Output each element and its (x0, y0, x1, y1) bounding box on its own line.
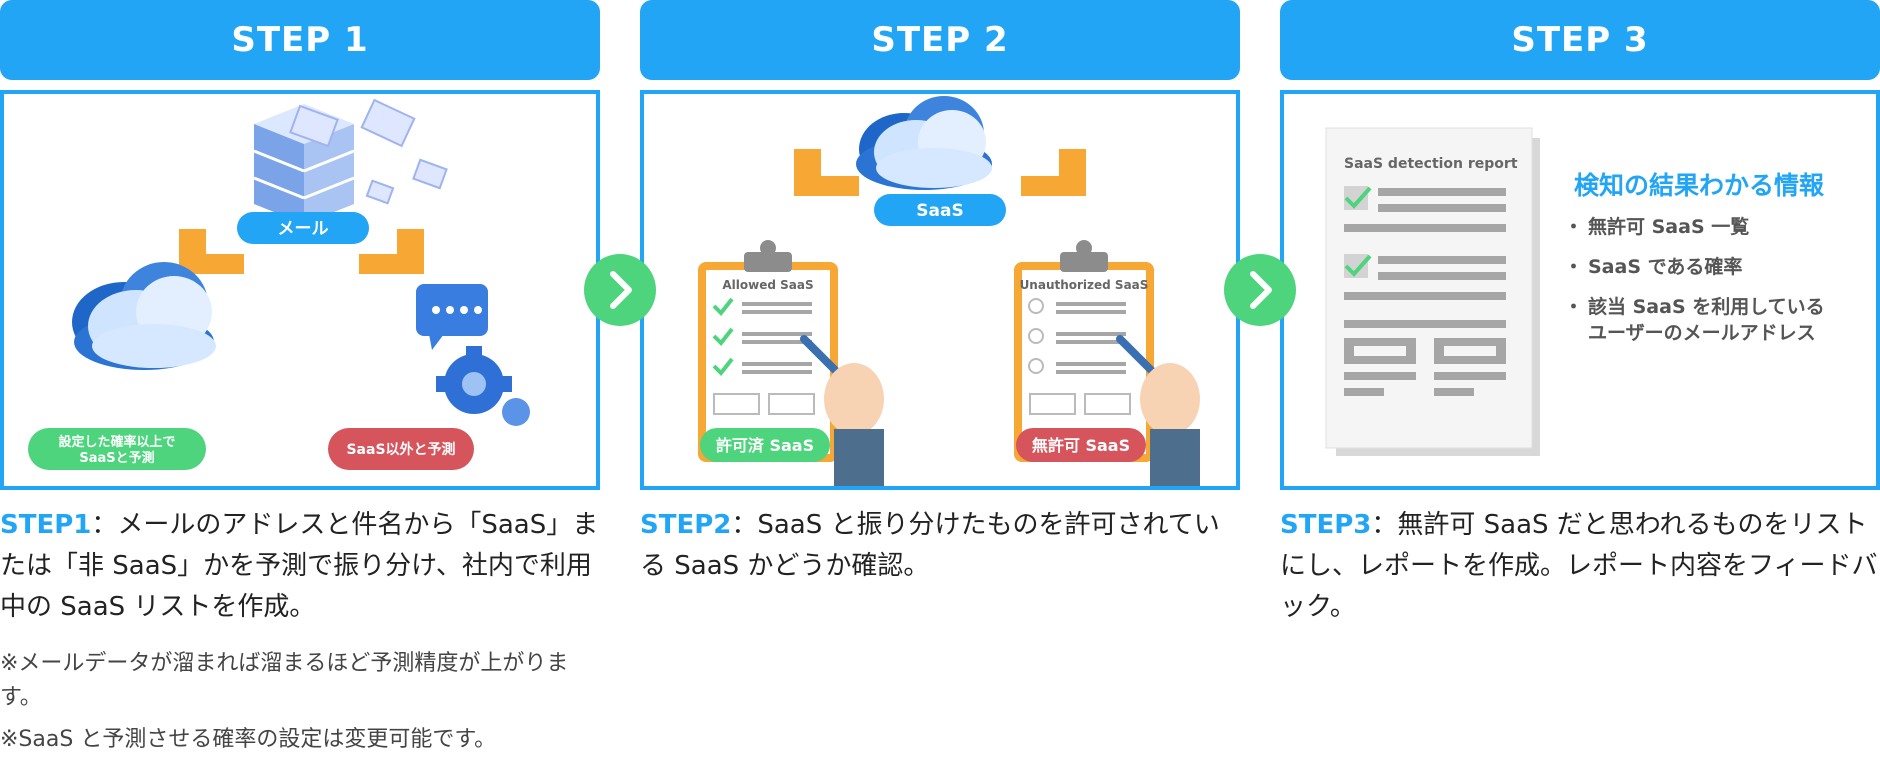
next-step-arrow-1 (584, 254, 656, 326)
step3-desc-label: STEP3 (1280, 510, 1371, 540)
info-list: 無許可 SaaS 一覧 SaaS である確率 該当 SaaS を利用している ユ… (1570, 214, 1825, 360)
arrow-down-left-icon (179, 229, 244, 274)
gear-icon (436, 346, 530, 426)
allowed-pill-label: 許可済 SaaS (716, 436, 814, 455)
step1-column: STEP 1 メール (0, 0, 600, 80)
step2-header: STEP 2 (640, 0, 1240, 80)
saas-pill-label: SaaS (916, 201, 963, 221)
info-item: 該当 SaaS を利用している ユーザーのメールアドレス (1570, 294, 1825, 346)
saas-predict-label-1: 設定した確率以上で (58, 434, 175, 450)
unauthorized-clipboard-title: Unauthorized SaaS (1020, 278, 1149, 292)
allowed-clipboard-title: Allowed SaaS (722, 278, 813, 292)
cloud-icon (72, 262, 216, 370)
next-step-arrow-2 (1224, 254, 1296, 326)
saas-predict-label-2: SaaSと予測 (79, 450, 154, 466)
report-title: SaaS detection report (1344, 156, 1518, 172)
step2-description: STEP2：SaaS と振り分けたものを許可されている SaaS かどうか確認。 (640, 505, 1240, 587)
arrow-down-left-icon (794, 149, 859, 196)
step1-illustration: メール (4, 94, 596, 486)
non-saas-label: SaaS以外と予測 (346, 441, 455, 458)
step2-illustration: SaaS Allowed SaaS (644, 94, 1236, 486)
chevron-right-icon (584, 254, 656, 326)
info-title: 検知の結果わかる情報 (1574, 166, 1824, 202)
arrow-down-right-icon (1021, 149, 1086, 196)
step3-column: STEP 3 SaaS detection report (1280, 0, 1880, 80)
step1-panel: メール (0, 90, 600, 490)
step1-header: STEP 1 (0, 0, 600, 80)
chevron-right-icon (1224, 254, 1296, 326)
info-item: 無許可 SaaS 一覧 (1570, 214, 1825, 240)
step1-note-1: ※メールデータが溜まれば溜まるほど予測精度が上がります。 (0, 647, 600, 715)
step3-header: STEP 3 (1280, 0, 1880, 80)
step1-desc-label: STEP1 (0, 510, 91, 540)
unauthorized-pill-label: 無許可 SaaS (1032, 436, 1130, 455)
mail-pill-label: メール (278, 219, 329, 239)
step2-column: STEP 2 SaaS Allowed SaaS (640, 0, 1240, 80)
info-item: SaaS である確率 (1570, 254, 1825, 280)
step1-description: STEP1：メールのアドレスと件名から「SaaS」または「非 SaaS」かを予測… (0, 505, 600, 628)
step2-desc-label: STEP2 (640, 510, 731, 540)
step3-description: STEP3：無許可 SaaS だと思われるものをリストにし、レポートを作成。レポ… (1280, 505, 1880, 628)
step3-panel: SaaS detection report 検知の結果わかる情報 (1280, 90, 1880, 490)
step2-panel: SaaS Allowed SaaS (640, 90, 1240, 490)
arrow-down-right-icon (359, 229, 424, 274)
step1-note-2: ※SaaS と予測させる確率の設定は変更可能です。 (0, 723, 600, 757)
chat-bubble-icon (416, 284, 488, 350)
cloud-icon (856, 96, 992, 190)
